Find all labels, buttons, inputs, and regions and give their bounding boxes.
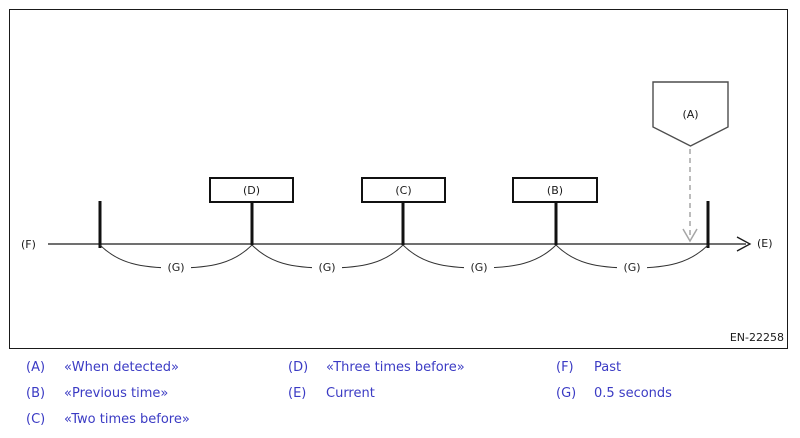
interval-label-2: (G) (312, 261, 342, 275)
legend-key-a: (A) (26, 360, 46, 375)
interval-label-4: (G) (617, 261, 647, 275)
event-box-b-label: (B) (546, 183, 564, 197)
legend-column-3: (F) Past (G) 0.5 seconds (556, 360, 672, 412)
legend-column-2: (D) «Three times before» (E) Current (288, 360, 465, 412)
current-label: (E) (757, 237, 773, 250)
interval-label-3: (G) (464, 261, 494, 275)
pentagon-label: (A) (682, 108, 699, 121)
legend-label-e: Current (326, 386, 375, 401)
legend-key-d: (D) (288, 360, 309, 375)
legend-key-c: (C) (26, 412, 46, 427)
detection-pentagon (652, 81, 729, 147)
event-box-b: (B) (512, 177, 598, 203)
legend-key-b: (B) (26, 386, 46, 401)
legend-item-e: (E) Current (288, 386, 465, 402)
legend-key-e: (E) (288, 386, 307, 401)
legend-key-f: (F) (556, 360, 574, 375)
legend-label-a: «When detected» (64, 360, 179, 375)
legend-label-c: «Two times before» (64, 412, 190, 427)
legend-label-f: Past (594, 360, 622, 375)
legend-item-c: (C) «Two times before» (26, 412, 190, 428)
legend-item-f: (F) Past (556, 360, 672, 376)
past-label: (F) (21, 238, 36, 251)
legend-label-g: 0.5 seconds (594, 386, 672, 401)
event-box-c-label: (C) (395, 183, 412, 197)
legend-key-g: (G) (556, 386, 577, 401)
interval-label-1: (G) (161, 261, 191, 275)
legend-item-b: (B) «Previous time» (26, 386, 190, 402)
event-box-d-label: (D) (242, 183, 261, 197)
legend-item-g: (G) 0.5 seconds (556, 386, 672, 402)
event-box-c: (C) (361, 177, 446, 203)
event-box-d: (D) (209, 177, 294, 203)
figure-code: EN-22258 (729, 331, 784, 344)
legend-item-d: (D) «Three times before» (288, 360, 465, 376)
legend-column-1: (A) «When detected» (B) «Previous time» … (26, 360, 190, 438)
legend-label-d: «Three times before» (326, 360, 465, 375)
legend-label-b: «Previous time» (64, 386, 169, 401)
legend-item-a: (A) «When detected» (26, 360, 190, 376)
dashed-arrowhead-icon (682, 228, 698, 243)
axis-arrowhead-icon (736, 236, 752, 252)
